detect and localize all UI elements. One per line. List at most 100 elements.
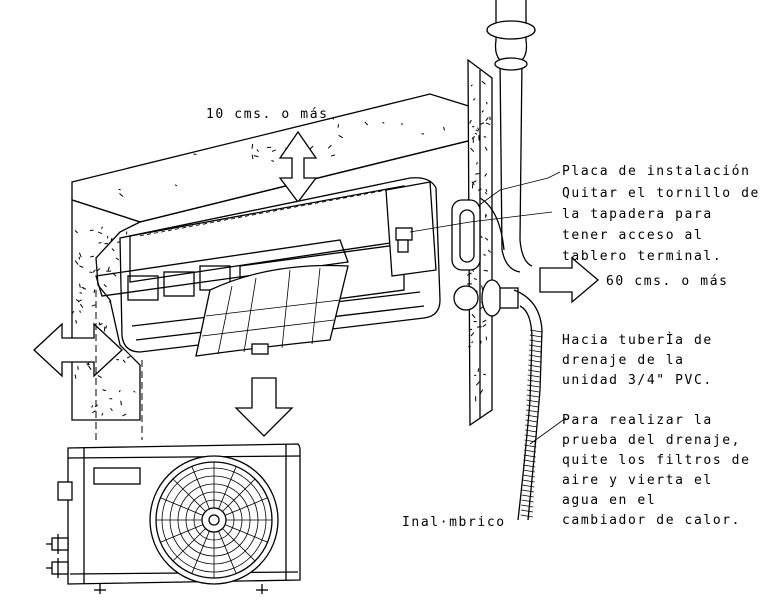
speck: [475, 172, 480, 175]
speck: [477, 368, 480, 372]
hose-rib: [526, 404, 539, 408]
speck: [271, 160, 275, 162]
speck: [92, 269, 96, 273]
speck: [484, 146, 488, 151]
grille-slot: [202, 222, 208, 225]
fan-spoke: [218, 466, 237, 510]
speck: [97, 375, 102, 379]
mounting-plate-label: Placa de instalación: [562, 164, 751, 179]
hose-rib: [524, 434, 537, 438]
clearance-left-arrow: [33, 322, 123, 378]
speck: [118, 389, 121, 393]
screw-note-line-1: Quitar el tornillo de: [562, 186, 760, 201]
speck: [468, 328, 473, 331]
hose-rib: [527, 369, 541, 373]
wireless-label: Inal·mbrico: [402, 515, 506, 530]
speck: [467, 272, 472, 276]
grille-slot: [237, 216, 243, 219]
clearance-top-label: 10 cms. o más: [206, 107, 329, 122]
speck: [78, 283, 81, 288]
speck: [470, 84, 473, 87]
speck: [484, 237, 489, 241]
speck: [479, 389, 484, 394]
grille-slot: [153, 232, 159, 234]
hose-rib: [523, 454, 536, 458]
grille-slot: [223, 219, 229, 221]
speck: [92, 410, 96, 414]
hose-rib: [525, 414, 538, 418]
piping: [453, 0, 536, 317]
speck: [483, 373, 486, 376]
speck: [251, 143, 254, 149]
hose-rib: [527, 384, 540, 388]
hose-rib: [528, 364, 541, 368]
grille-slot: [174, 228, 180, 230]
speck: [74, 260, 79, 265]
hose-rib: [526, 389, 540, 393]
hose-rib: [523, 449, 537, 453]
grille-slot: [356, 194, 362, 197]
hose-rib: [521, 494, 534, 498]
fan-spoke: [160, 497, 204, 516]
grille-slot: [209, 221, 215, 224]
hose-rib: [523, 464, 536, 468]
speck: [483, 136, 487, 138]
grille-slot: [272, 209, 278, 212]
hose-rib: [529, 344, 542, 348]
grille-slot: [195, 224, 201, 226]
fan-spoke: [222, 528, 256, 562]
fan-grille: [156, 462, 272, 578]
hose-rib: [525, 424, 538, 428]
speck: [107, 266, 110, 271]
speck: [472, 98, 476, 101]
drain-test-line-5: agua en el: [562, 493, 656, 508]
drain-note-line-2: drenaje de la: [562, 353, 685, 368]
hose-rib: [520, 509, 534, 513]
hose-rib: [528, 354, 541, 358]
speck: [479, 306, 484, 310]
grille-slot: [370, 191, 376, 194]
speck: [111, 248, 115, 252]
fan-spoke: [222, 478, 256, 512]
outdoor-unit: [46, 443, 301, 594]
guide-lines: [95, 290, 143, 440]
speck: [472, 135, 476, 139]
drain-test-line-1: Para realizar la: [562, 413, 713, 428]
speck: [97, 231, 103, 235]
speck: [120, 400, 122, 406]
speck: [98, 322, 101, 325]
hose-rib: [520, 514, 533, 518]
speck: [475, 381, 480, 386]
speck: [90, 255, 95, 258]
speck: [79, 310, 81, 313]
hose-rib: [526, 394, 539, 398]
indoor-unit: [95, 177, 481, 353]
speck: [133, 390, 136, 393]
speck: [87, 362, 90, 366]
speck: [481, 285, 484, 291]
grille-slot: [244, 215, 250, 217]
speck: [110, 237, 113, 241]
speck: [476, 161, 478, 165]
hose-rib: [524, 429, 538, 433]
hose-rib: [529, 339, 542, 343]
speck: [101, 226, 103, 230]
speck: [337, 124, 340, 128]
hose-rib: [525, 409, 539, 413]
speck: [484, 173, 488, 177]
speck: [105, 325, 108, 329]
screw-note-line-3: tener acceso al: [562, 228, 703, 243]
grille-slot: [342, 196, 348, 199]
grille-slot: [377, 190, 383, 193]
drain-test-line-2: prueba del drenaje,: [562, 433, 741, 448]
speck: [471, 341, 474, 344]
speck: [484, 214, 487, 218]
grille-slot: [146, 233, 152, 236]
speck: [486, 101, 488, 105]
hose-rib: [528, 359, 541, 363]
drain-test-line-6: cambiador de calor.: [562, 513, 741, 528]
speck: [75, 319, 77, 324]
speck: [251, 154, 254, 160]
